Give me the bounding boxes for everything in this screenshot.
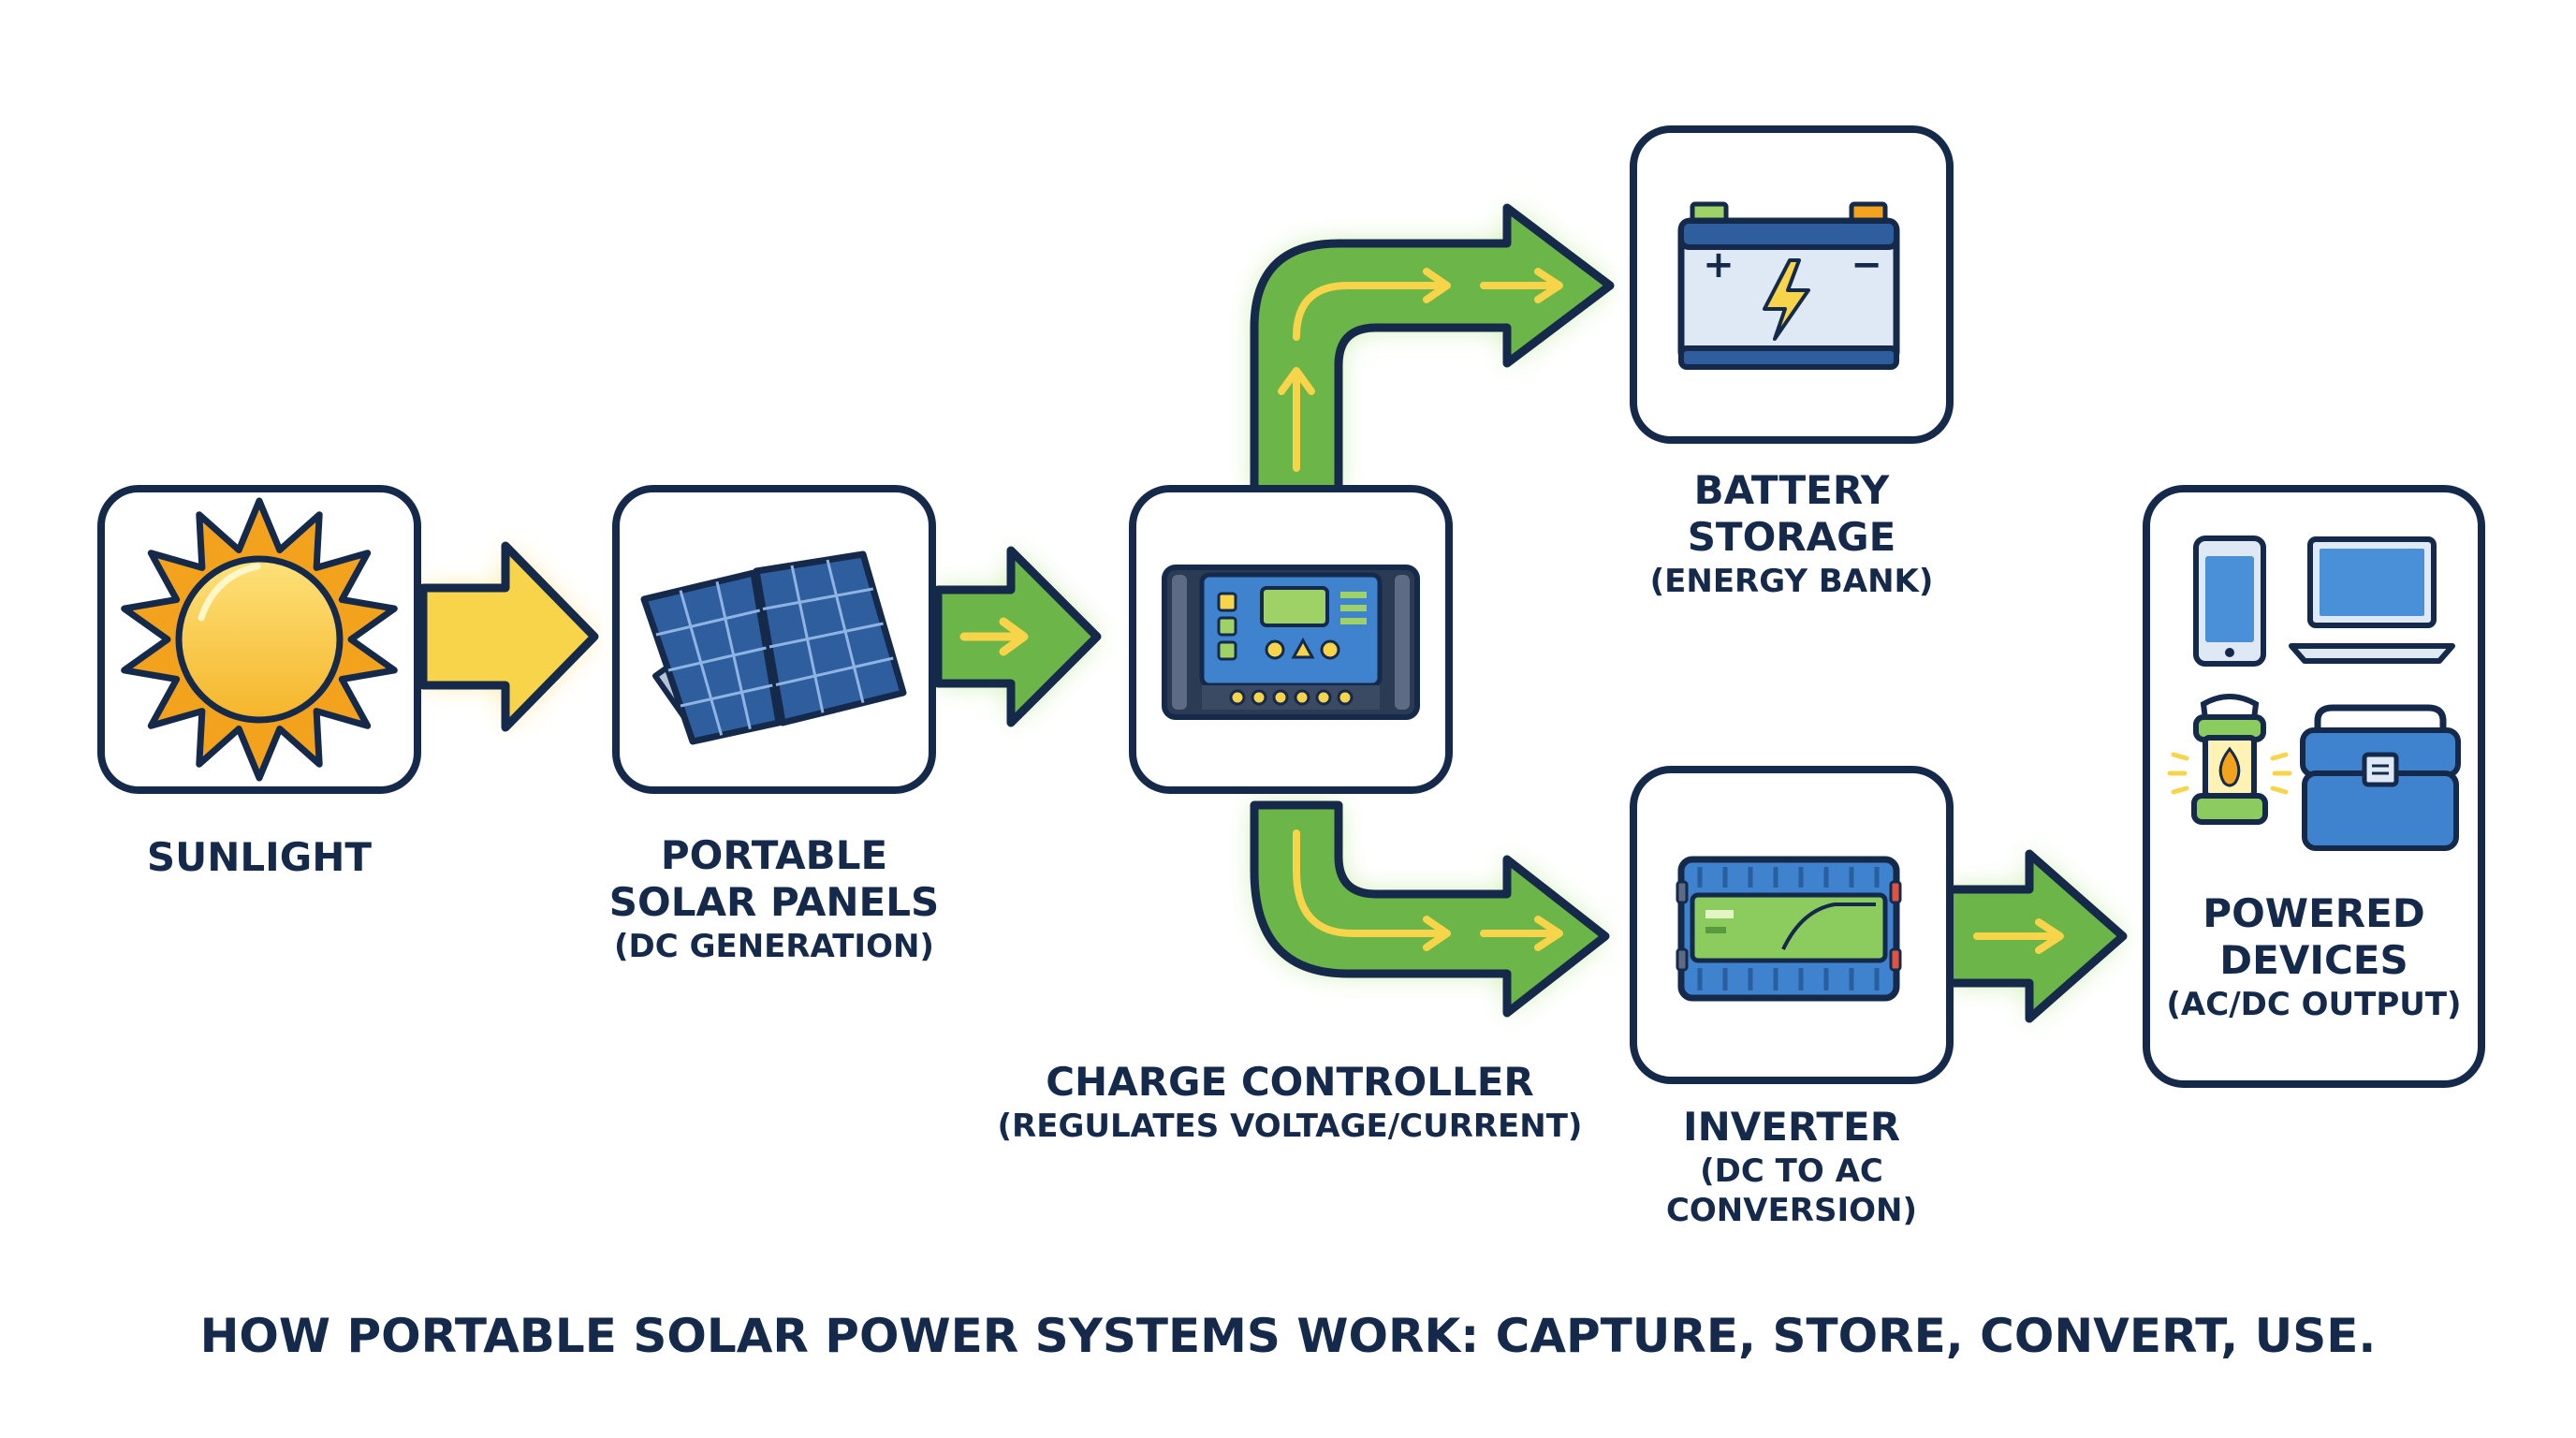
cooler-icon bbox=[2300, 704, 2461, 851]
arrow-controller-to-battery bbox=[1250, 203, 1615, 496]
caption: HOW PORTABLE SOLAR POWER SYSTEMS WORK: C… bbox=[200, 1309, 2377, 1363]
arrow-controller-to-inverter bbox=[1250, 800, 1610, 1018]
label-battery-line1: BATTERY bbox=[1694, 467, 1890, 513]
label-charge-controller: CHARGE CONTROLLER bbox=[1046, 1059, 1534, 1105]
sub-charge-controller: (REGULATES VOLTAGE/CURRENT) bbox=[998, 1108, 1583, 1145]
inverter-icon bbox=[1676, 856, 1902, 1002]
solar-panel-icon bbox=[640, 550, 907, 745]
battery-plus-symbol: + bbox=[1703, 243, 1734, 286]
label-devices-line2: DEVICES bbox=[2219, 937, 2408, 983]
sub-devices: (AC/DC OUTPUT) bbox=[2166, 986, 2461, 1023]
label-solar-panels-line2: SOLAR PANELS bbox=[609, 879, 939, 925]
node-inverter bbox=[1630, 766, 1954, 1084]
sun-icon bbox=[121, 497, 398, 782]
label-solar-panels-line1: PORTABLE bbox=[661, 832, 887, 878]
label-inverter: INVERTER bbox=[1683, 1104, 1900, 1150]
charge-controller-icon bbox=[1162, 565, 1420, 720]
arrow-inverter-to-devices bbox=[1944, 849, 2128, 1023]
sub-battery: (ENERGY BANK) bbox=[1650, 563, 1934, 600]
laptop-icon bbox=[2289, 536, 2455, 664]
label-devices-line1: POWERED bbox=[2203, 890, 2424, 936]
battery-icon: + − bbox=[1677, 201, 1900, 370]
node-solar-panels bbox=[612, 485, 936, 794]
node-charge-controller bbox=[1129, 485, 1453, 794]
arrow-panels-to-controller bbox=[933, 546, 1102, 727]
smartphone-icon bbox=[2193, 536, 2266, 667]
battery-minus-symbol: − bbox=[1851, 243, 1882, 286]
label-sunlight: SUNLIGHT bbox=[147, 834, 373, 880]
node-powered-devices bbox=[2143, 485, 2485, 1088]
label-battery-line2: STORAGE bbox=[1688, 514, 1896, 560]
sub-solar-panels: (DC GENERATION) bbox=[614, 928, 934, 965]
arrow-sunlight-to-panels bbox=[418, 541, 599, 732]
node-sunlight bbox=[97, 485, 421, 794]
sub-inverter-line1: (DC TO AC bbox=[1700, 1152, 1883, 1190]
lantern-icon bbox=[2167, 694, 2292, 825]
node-battery: + − bbox=[1630, 125, 1954, 444]
sub-inverter-line2: CONVERSION) bbox=[1666, 1192, 1917, 1229]
